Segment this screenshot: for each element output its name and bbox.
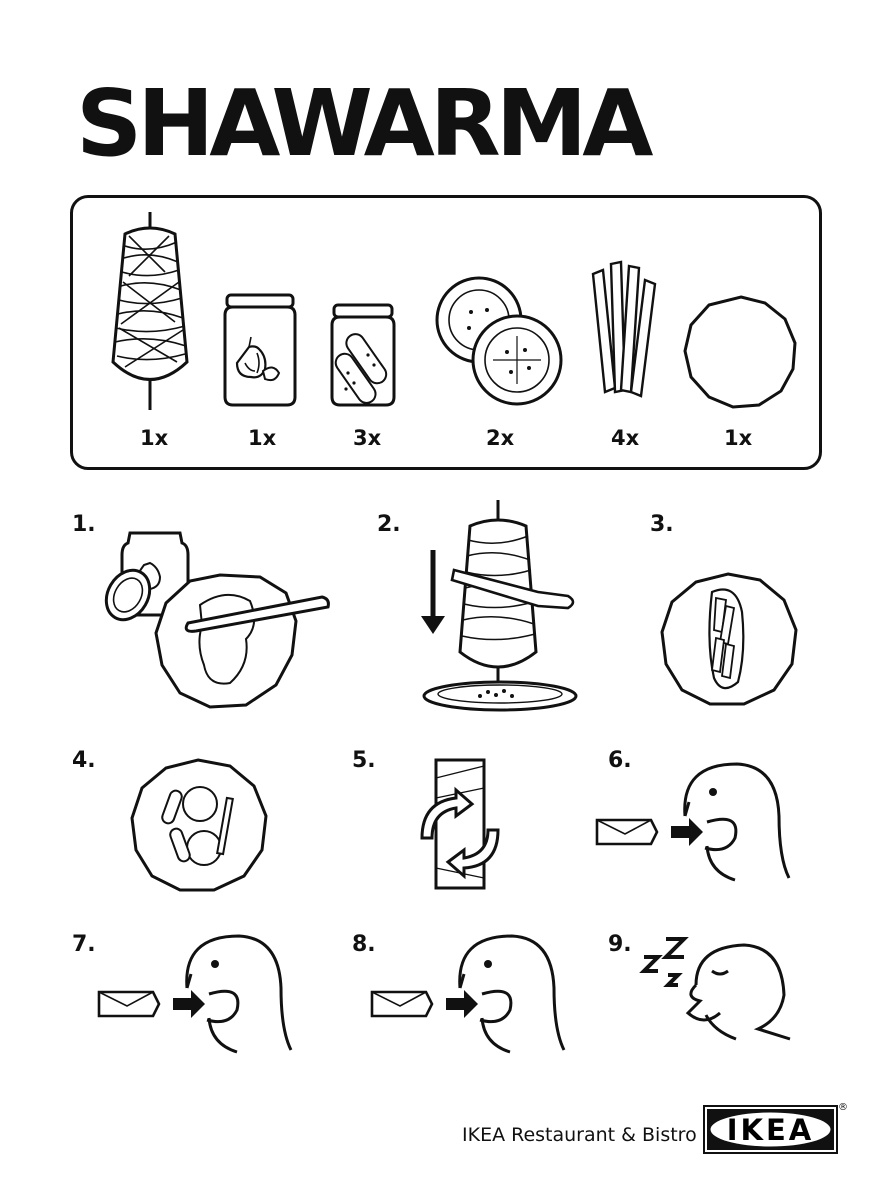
step-6-eat-illustration bbox=[595, 762, 791, 882]
step-number-7: 7. bbox=[72, 932, 96, 957]
ikea-logo-shape-icon bbox=[703, 1105, 838, 1154]
step-1-spread-sauce-illustration bbox=[104, 531, 330, 709]
step-9-sleep-illustration bbox=[639, 937, 791, 1041]
step-number-8: 8. bbox=[352, 932, 376, 957]
step-7-eat-illustration bbox=[97, 934, 293, 1054]
part-qty-2: 1x bbox=[248, 426, 277, 450]
step-number-4: 4. bbox=[72, 748, 96, 773]
part-qty-4: 2x bbox=[486, 426, 515, 450]
ikea-logo: IKEA bbox=[703, 1105, 838, 1154]
tomato-slices-icon bbox=[435, 276, 563, 406]
pita-bread-icon bbox=[683, 295, 797, 409]
step-number-9: 9. bbox=[608, 932, 632, 957]
garlic-jar-icon bbox=[223, 293, 297, 407]
step-5-roll-wrap-illustration bbox=[420, 758, 500, 890]
footer-text: IKEA Restaurant & Bistro bbox=[462, 1124, 697, 1146]
part-qty-1: 1x bbox=[140, 426, 169, 450]
fries-icon bbox=[591, 260, 657, 398]
page-title: SHAWARMA bbox=[76, 70, 653, 177]
part-qty-5: 4x bbox=[611, 426, 640, 450]
part-qty-6: 1x bbox=[724, 426, 753, 450]
step-number-5: 5. bbox=[352, 748, 376, 773]
ikea-logo-text: IKEA bbox=[726, 1112, 815, 1147]
step-4-add-vegetables-illustration bbox=[130, 758, 268, 892]
part-qty-3: 3x bbox=[353, 426, 382, 450]
step-number-6: 6. bbox=[608, 748, 632, 773]
step-2-slice-meat-illustration bbox=[421, 500, 578, 712]
step-number-3: 3. bbox=[650, 512, 674, 537]
step-8-eat-illustration bbox=[370, 934, 566, 1054]
meat-spit-icon bbox=[111, 212, 189, 410]
step-3-add-fries-illustration bbox=[660, 572, 798, 706]
registered-mark: ® bbox=[838, 1102, 848, 1113]
step-number-1: 1. bbox=[72, 512, 96, 537]
pickle-jar-icon bbox=[330, 303, 396, 407]
parts-box: 1x 1x 3x 2x 4x bbox=[70, 195, 822, 470]
step-number-2: 2. bbox=[377, 512, 401, 537]
